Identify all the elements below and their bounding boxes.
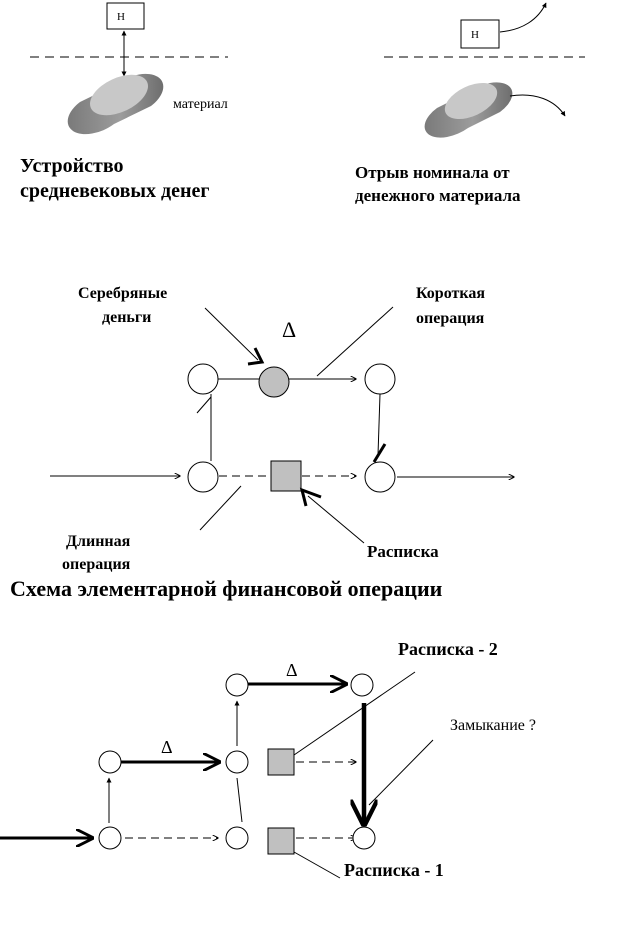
- long-op-pointer-upper: [196, 396, 212, 414]
- material-label: материал: [173, 97, 228, 112]
- closure-label: Замыкание ?: [450, 717, 536, 734]
- receipt1-label: Расписка - 1: [344, 860, 444, 880]
- node-bottom-left: [187, 461, 219, 493]
- receipt-pointer: [307, 495, 365, 544]
- silver-money-label-line2: деньги: [102, 309, 151, 326]
- material-detach-arrow: [509, 94, 566, 117]
- silver-money-label-line1: Серебряные: [78, 285, 167, 302]
- receipt2-label: Расписка - 2: [398, 639, 498, 659]
- coin-section: Н материал Устройство средневековых дене…: [20, 2, 585, 205]
- long-op-pointer-lower: [199, 485, 242, 531]
- edge-right-vertical-tip: [372, 443, 387, 463]
- node-receipt: [270, 460, 302, 492]
- node-c-top-left: [225, 673, 249, 697]
- receipt1-pointer: [293, 851, 341, 879]
- short-operation-label-line2: операция: [416, 310, 485, 327]
- long-operation-label-line1: Длинная: [66, 533, 131, 550]
- nominal-label-right: Н: [471, 29, 479, 41]
- delta-symbol: Δ: [282, 317, 296, 342]
- nominal-box-left: [106, 2, 145, 30]
- silver-pointer-tip: [247, 347, 265, 366]
- edge-down-mid: [236, 777, 243, 823]
- nominal-detach-arrow: [499, 2, 547, 33]
- caption-left-line2: средневековых денег: [20, 180, 209, 202]
- node-top-left: [187, 363, 219, 395]
- short-op-pointer: [316, 306, 394, 377]
- coin-cylinder-left: [67, 73, 164, 135]
- node-top-right: [364, 363, 396, 395]
- short-operation-label-line1: Короткая: [416, 285, 485, 302]
- node-c-bottom-right: [352, 826, 376, 850]
- long-operation-label-line2: операция: [62, 556, 131, 573]
- node-c-mid-left: [98, 750, 122, 774]
- receipt2-pointer: [293, 671, 416, 756]
- nominal-box-right: [460, 19, 500, 49]
- node-c-receipt-1: [267, 827, 295, 855]
- edge-right-vertical: [377, 393, 381, 456]
- delta-upper: Δ: [286, 660, 298, 680]
- node-silver: [258, 366, 290, 398]
- node-c-mid-center: [225, 750, 249, 774]
- receipt-pointer-tip: [299, 487, 322, 507]
- node-c-receipt-2: [267, 748, 295, 776]
- operation-scheme: Серебряные деньги Δ Короткая операция Дл…: [10, 285, 514, 601]
- nominal-label-left: Н: [117, 11, 125, 23]
- delta-lower: Δ: [161, 737, 173, 757]
- closure-scheme: Расписка - 2 Δ Δ Замыкание ? Расписка - …: [0, 639, 536, 880]
- caption-left-line1: Устройство: [20, 155, 123, 177]
- node-bottom-right: [364, 461, 396, 493]
- coin-cylinder-right: [424, 82, 513, 138]
- caption-right-line1: Отрыв номинала от: [355, 163, 510, 182]
- closure-pointer: [368, 739, 434, 806]
- node-c-top-right: [350, 673, 374, 697]
- receipt-label: Расписка: [367, 542, 439, 561]
- scheme-title: Схема элементарной финансовой операции: [10, 576, 443, 601]
- caption-right-line2: денежного материала: [355, 186, 521, 205]
- silver-pointer: [204, 307, 259, 361]
- node-c-bottom-left: [98, 826, 122, 850]
- node-c-bottom-center: [225, 826, 249, 850]
